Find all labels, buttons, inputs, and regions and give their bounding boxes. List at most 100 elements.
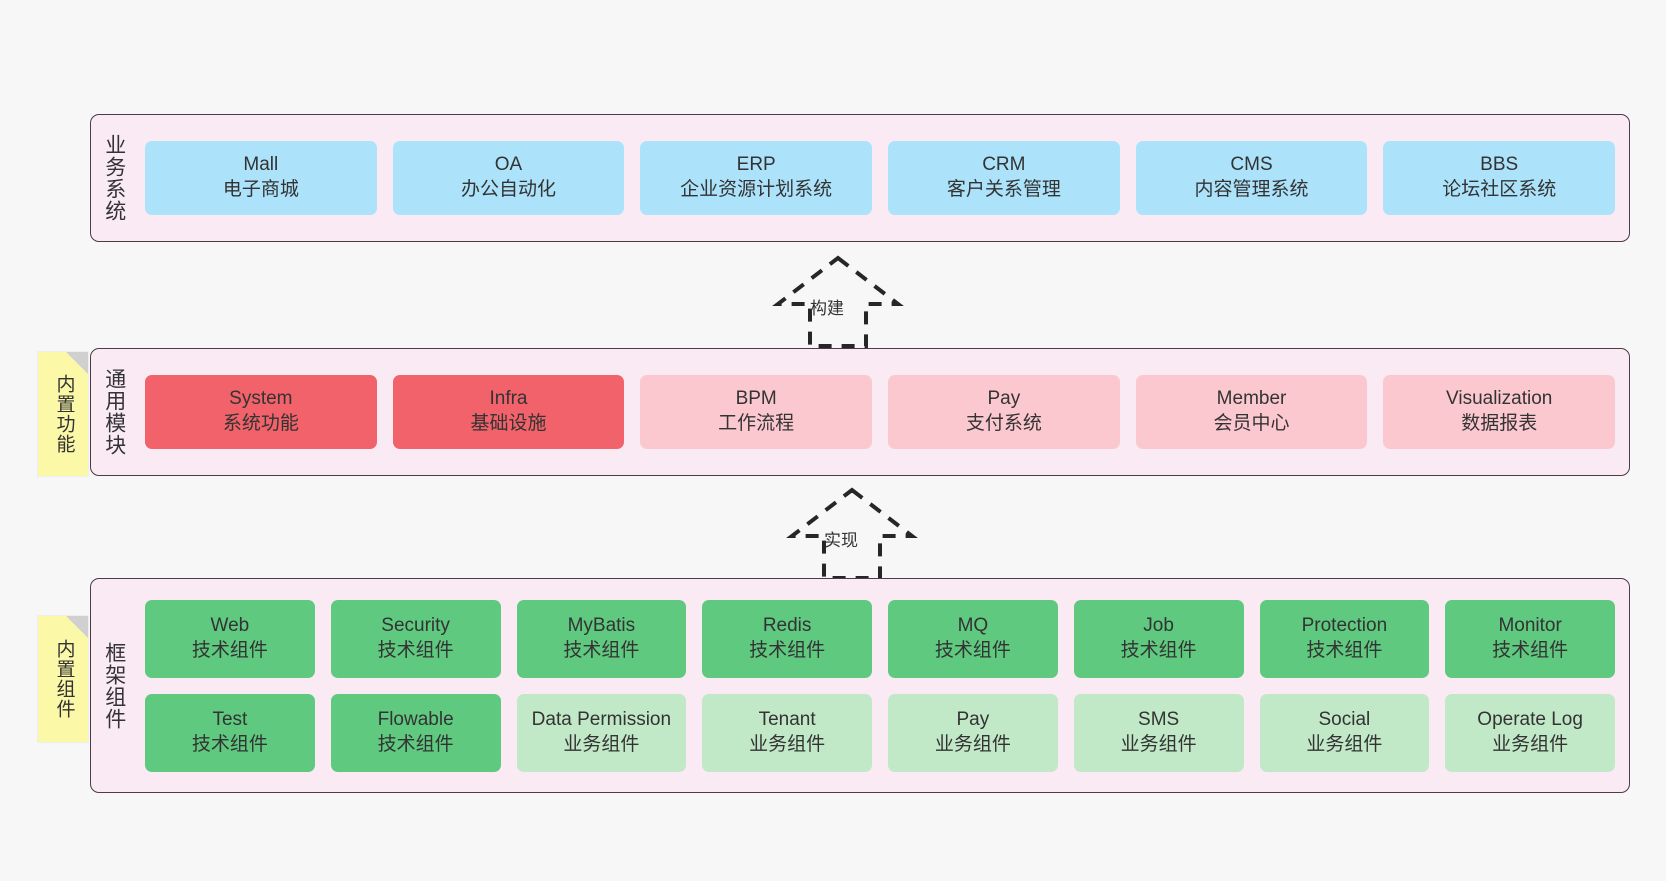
card-mall[interactable]: Mall 电子商城 bbox=[145, 141, 377, 215]
card-member[interactable]: Member 会员中心 bbox=[1135, 375, 1368, 449]
card-oa[interactable]: OA 办公自动化 bbox=[392, 141, 625, 215]
card-title-cn: 数据报表 bbox=[1461, 413, 1538, 434]
card-title-en: Web bbox=[210, 614, 250, 636]
card-social[interactable]: Social 业务组件 bbox=[1259, 693, 1430, 772]
card-crm[interactable]: CRM 客户关系管理 bbox=[888, 141, 1120, 215]
layer-common-modules: 通用模块 System 系统功能 Infra 基础设施 BPM 工作流程 Pay… bbox=[90, 348, 1630, 476]
card-title-en: Infra bbox=[489, 388, 528, 410]
layer-business-systems: 业务系统 Mall 电子商城 OA 办公自动化 ERP 企业资源计划系统 CRM… bbox=[90, 114, 1630, 242]
card-title-en: Pay bbox=[956, 708, 990, 730]
card-sms[interactable]: SMS 业务组件 bbox=[1073, 693, 1244, 772]
card-title-en: MQ bbox=[957, 614, 989, 636]
card-title-en: Test bbox=[212, 708, 248, 730]
card-title-cn: 业务组件 bbox=[1120, 733, 1197, 755]
card-mybatis[interactable]: MyBatis 技术组件 bbox=[516, 599, 687, 678]
card-title-en: Flowable bbox=[377, 708, 454, 730]
card-tenant[interactable]: Tenant 业务组件 bbox=[702, 693, 872, 772]
card-title-en: OA bbox=[494, 154, 523, 176]
card-title-cn: 技术组件 bbox=[191, 733, 268, 755]
framework-business-card-row: Test 技术组件 Flowable 技术组件 Data Permission … bbox=[145, 693, 1615, 772]
card-pay-component[interactable]: Pay 业务组件 bbox=[888, 693, 1058, 772]
card-title-en: Protection bbox=[1301, 614, 1388, 636]
card-bbs[interactable]: BBS 论坛社区系统 bbox=[1383, 141, 1616, 215]
card-title-cn: 技术组件 bbox=[934, 639, 1011, 661]
sticky-note-label: 内置组件 bbox=[53, 639, 75, 719]
card-data-permission[interactable]: Data Permission 业务组件 bbox=[516, 693, 687, 772]
card-title-en: Member bbox=[1216, 388, 1287, 410]
card-title-cn: 技术组件 bbox=[1120, 639, 1197, 661]
card-title-en: Operate Log bbox=[1477, 708, 1583, 730]
card-mq[interactable]: MQ 技术组件 bbox=[888, 599, 1058, 678]
card-cms[interactable]: CMS 内容管理系统 bbox=[1135, 141, 1368, 215]
card-title-cn: 内容管理系统 bbox=[1194, 179, 1309, 200]
framework-tech-card-row: Web 技术组件 Security 技术组件 MyBatis 技术组件 Redi… bbox=[145, 599, 1615, 678]
connector-build: 构建 bbox=[748, 252, 928, 348]
sticky-note-builtin-features: 内置功能 bbox=[38, 352, 88, 476]
card-protection[interactable]: Protection 技术组件 bbox=[1259, 599, 1430, 678]
business-card-row: Mall 电子商城 OA 办公自动化 ERP 企业资源计划系统 CRM 客户关系… bbox=[145, 141, 1616, 215]
card-title-en: Monitor bbox=[1498, 614, 1562, 636]
card-title-cn: 系统功能 bbox=[222, 413, 299, 434]
card-title-cn: 业务组件 bbox=[1492, 733, 1569, 755]
card-title-cn: 技术组件 bbox=[377, 639, 454, 661]
card-title-en: CMS bbox=[1230, 154, 1273, 176]
card-visualization[interactable]: Visualization 数据报表 bbox=[1383, 375, 1616, 449]
card-title-en: Social bbox=[1318, 708, 1371, 730]
card-title-cn: 支付系统 bbox=[965, 413, 1042, 434]
card-title-en: Tenant bbox=[758, 708, 816, 730]
generalization-arrow-icon bbox=[786, 487, 918, 580]
card-title-en: SMS bbox=[1138, 708, 1180, 730]
card-title-cn: 基础设施 bbox=[470, 413, 547, 434]
card-title-en: Job bbox=[1143, 614, 1174, 636]
card-title-en: CRM bbox=[982, 154, 1026, 176]
card-web[interactable]: Web 技术组件 bbox=[145, 599, 315, 678]
card-operate-log[interactable]: Operate Log 业务组件 bbox=[1445, 693, 1615, 772]
card-job[interactable]: Job 技术组件 bbox=[1073, 599, 1244, 678]
card-title-cn: 客户关系管理 bbox=[946, 179, 1061, 200]
card-title-en: MyBatis bbox=[567, 614, 636, 636]
card-title-cn: 技术组件 bbox=[749, 639, 826, 661]
card-title-cn: 技术组件 bbox=[191, 639, 268, 661]
layer-body-framework: Web 技术组件 Security 技术组件 MyBatis 技术组件 Redi… bbox=[137, 579, 1629, 792]
card-title-cn: 技术组件 bbox=[1306, 639, 1383, 661]
card-title-cn: 技术组件 bbox=[377, 733, 454, 755]
card-title-cn: 办公自动化 bbox=[461, 179, 557, 200]
sticky-note-label: 内置功能 bbox=[53, 374, 75, 454]
layer-title-common: 通用模块 bbox=[102, 368, 126, 456]
card-title-en: BBS bbox=[1480, 154, 1519, 176]
card-title-cn: 企业资源计划系统 bbox=[680, 179, 833, 200]
card-title-cn: 论坛社区系统 bbox=[1442, 179, 1557, 200]
card-title-cn: 业务组件 bbox=[563, 733, 640, 755]
layer-framework-components: 框架组件 Web 技术组件 Security 技术组件 MyBatis 技术组件… bbox=[90, 578, 1630, 793]
connector-implement: 实现 bbox=[762, 484, 942, 580]
card-flowable[interactable]: Flowable 技术组件 bbox=[330, 693, 501, 772]
card-title-en: ERP bbox=[736, 154, 776, 176]
card-security[interactable]: Security 技术组件 bbox=[330, 599, 501, 678]
card-title-en: System bbox=[229, 388, 293, 410]
card-redis[interactable]: Redis 技术组件 bbox=[702, 599, 872, 678]
card-test[interactable]: Test 技术组件 bbox=[145, 693, 315, 772]
connector-build-label: 构建 bbox=[810, 299, 844, 318]
connector-implement-label: 实现 bbox=[824, 531, 858, 550]
card-title-en: BPM bbox=[735, 388, 777, 410]
card-infra[interactable]: Infra 基础设施 bbox=[392, 375, 625, 449]
common-card-row: System 系统功能 Infra 基础设施 BPM 工作流程 Pay 支付系统… bbox=[145, 375, 1616, 449]
card-title-en: Redis bbox=[762, 614, 812, 636]
card-title-cn: 技术组件 bbox=[1492, 639, 1569, 661]
card-title-cn: 业务组件 bbox=[749, 733, 826, 755]
card-title-en: Security bbox=[381, 614, 450, 636]
card-monitor[interactable]: Monitor 技术组件 bbox=[1445, 599, 1615, 678]
layer-body-business: Mall 电子商城 OA 办公自动化 ERP 企业资源计划系统 CRM 客户关系… bbox=[137, 115, 1629, 241]
card-title-en: Visualization bbox=[1446, 388, 1553, 410]
card-system[interactable]: System 系统功能 bbox=[145, 375, 377, 449]
card-title-cn: 业务组件 bbox=[934, 733, 1011, 755]
sticky-note-builtin-components: 内置组件 bbox=[38, 616, 88, 742]
card-erp[interactable]: ERP 企业资源计划系统 bbox=[640, 141, 873, 215]
card-title-cn: 电子商城 bbox=[222, 179, 299, 200]
card-bpm[interactable]: BPM 工作流程 bbox=[640, 375, 873, 449]
layer-body-common: System 系统功能 Infra 基础设施 BPM 工作流程 Pay 支付系统… bbox=[137, 349, 1629, 475]
card-pay[interactable]: Pay 支付系统 bbox=[888, 375, 1120, 449]
layer-title-framework: 框架组件 bbox=[102, 641, 126, 730]
generalization-arrow-icon bbox=[772, 255, 904, 348]
card-title-en: Mall bbox=[243, 154, 279, 176]
